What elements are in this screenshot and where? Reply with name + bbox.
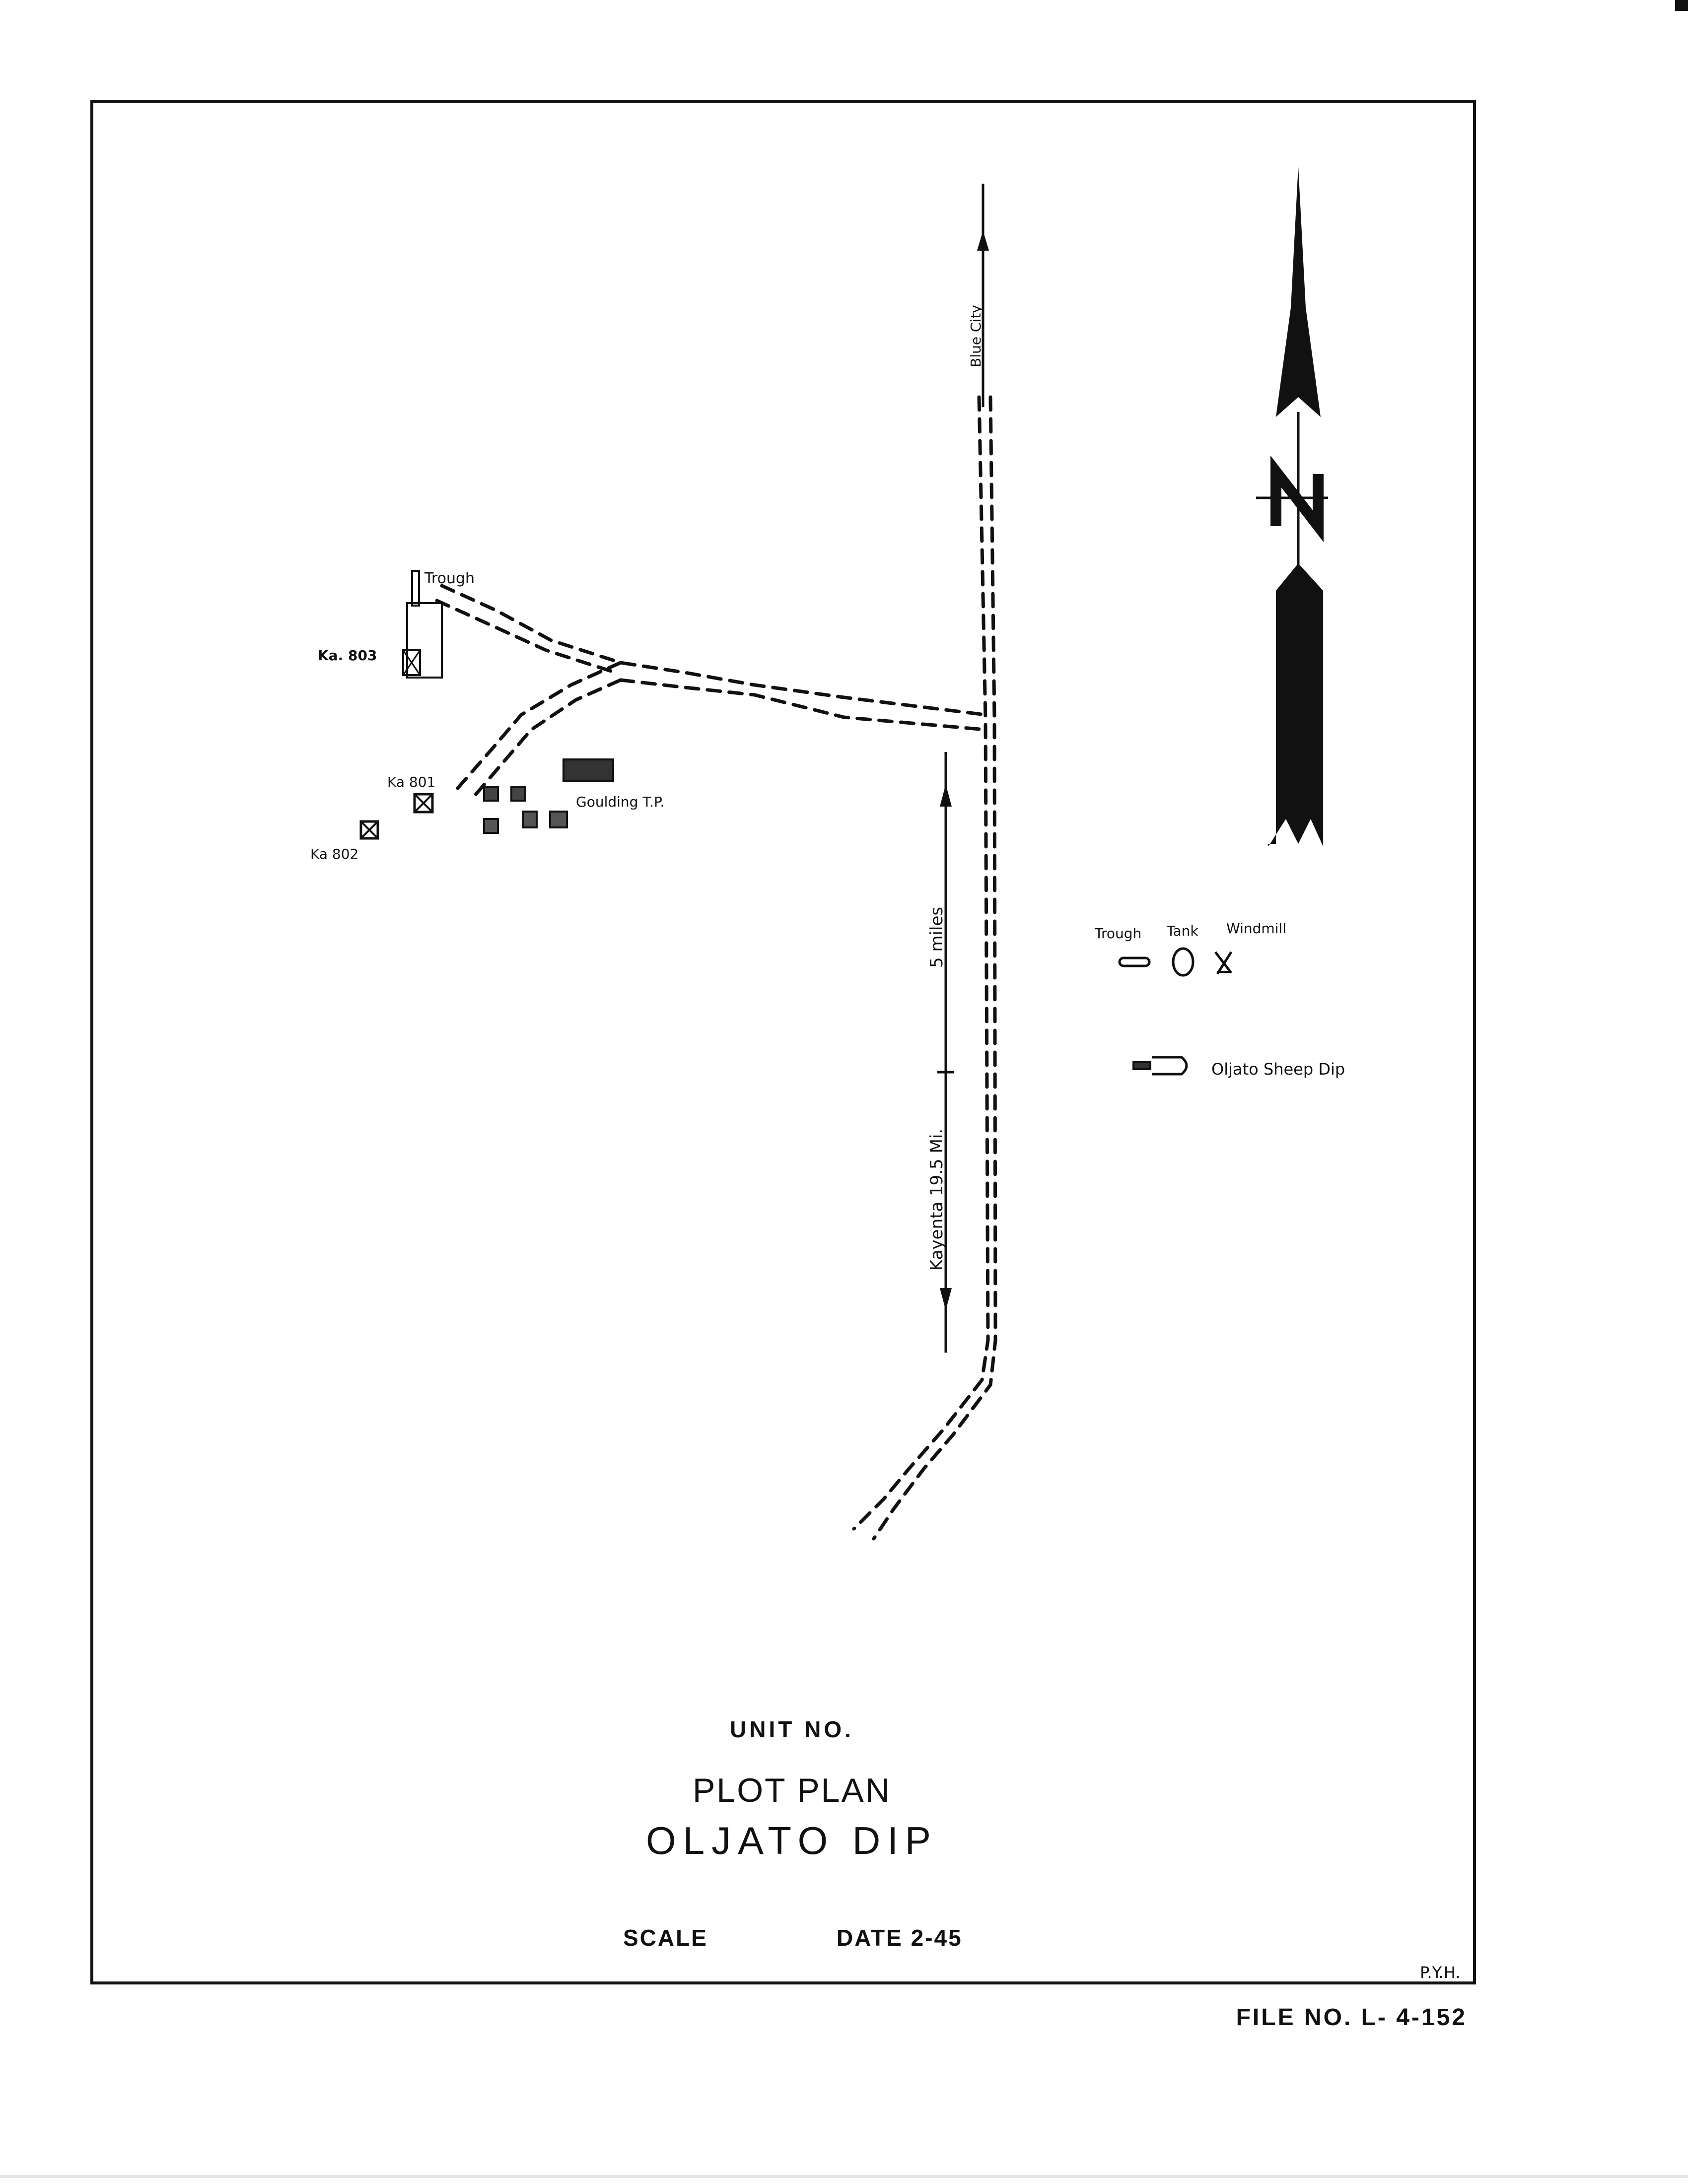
trading-post-buildings [483, 758, 614, 834]
legend-trough-icon [1118, 956, 1151, 967]
scale-label: SCALE [623, 1925, 708, 1951]
well-802-icon [359, 820, 379, 840]
distance-blue-city-arrow [977, 184, 989, 407]
oljato-dip-subtitle: OLJATO DIP [646, 1819, 938, 1862]
plot-plan-title: PLOT PLAN [693, 1772, 891, 1809]
drawing-border [90, 100, 1476, 1984]
title-block: UNIT NO. PLOT PLAN OLJATO DIP SCALE DATE… [623, 1716, 1460, 1982]
distance-5-miles-arrow [937, 752, 954, 1353]
legend-sheep-dip-icon [1132, 1056, 1188, 1076]
legend-windmill-icon [1214, 951, 1233, 975]
legend: Trough Tank Windmill Oljato Sheep Dip [1094, 920, 1345, 1079]
road-to-trough [435, 584, 987, 732]
label-trough: Trough [424, 570, 475, 587]
legend-tank-label: Tank [1166, 923, 1198, 939]
label-kayenta: Kayenta 19.5 Mi. [927, 1129, 947, 1271]
label-well-802: Ka 802 [310, 846, 358, 862]
main-road-north-south [852, 395, 997, 1541]
legend-sheep-dip-label: Oljato Sheep Dip [1211, 1060, 1345, 1079]
date-label: DATE 2-45 [837, 1925, 963, 1951]
legend-tank-icon [1172, 947, 1195, 977]
well-803-icon [402, 649, 421, 676]
label-well-803: Ka. 803 [318, 647, 377, 664]
drafter-initials: P.Y.H. [1420, 1963, 1460, 1982]
label-well-801: Ka 801 [387, 774, 435, 790]
trough-icon [406, 570, 443, 679]
legend-trough-label: Trough [1094, 925, 1141, 942]
legend-windmill-label: Windmill [1226, 920, 1286, 937]
road-to-trading-post [455, 661, 623, 801]
corner-mark [1675, 0, 1688, 11]
label-five-miles: 5 miles [927, 907, 947, 968]
unit-no-label: UNIT NO. [730, 1716, 854, 1742]
label-blue-city: Blue City [968, 305, 984, 367]
well-801-icon [413, 793, 434, 814]
north-arrow-icon [1256, 166, 1328, 846]
label-trading-post: Goulding T.P. [576, 794, 664, 810]
file-number: FILE NO. L- 4-152 [1236, 2004, 1467, 2031]
